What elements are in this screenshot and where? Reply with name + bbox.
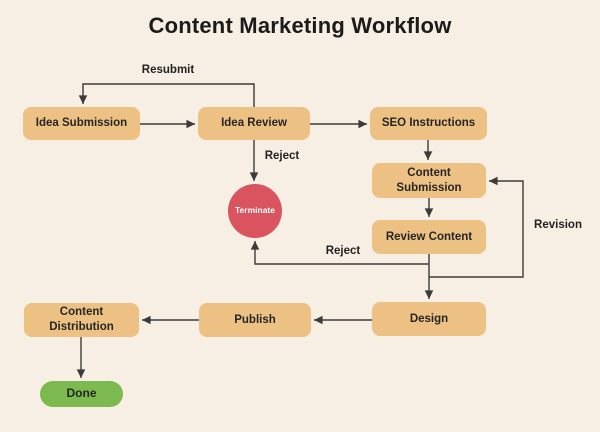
node-content-distribution: Content Distribution [24, 303, 139, 337]
node-done: Done [40, 381, 123, 407]
node-idea-review: Idea Review [198, 107, 310, 140]
edge-label-resubmit: Resubmit [141, 64, 195, 76]
edge-label-reject-review: Reject [325, 245, 361, 257]
node-content-submission: Content Submission [372, 163, 486, 198]
edge-resubmit-loop [78, 83, 255, 107]
edge-revision-loop [429, 176, 524, 278]
edge-label-revision: Revision [534, 219, 582, 231]
node-review-content: Review Content [372, 220, 486, 254]
node-idea-submission: Idea Submission [23, 107, 140, 140]
node-publish: Publish [199, 303, 311, 337]
node-terminate: Terminate [228, 184, 282, 238]
node-design: Design [372, 302, 486, 336]
diagram-title: Content Marketing Workflow [148, 13, 452, 38]
edge-label-reject-idea: Reject [264, 150, 300, 162]
edge-reject-to-terminate [250, 241, 429, 265]
node-seo-instructions: SEO Instructions [370, 107, 487, 140]
